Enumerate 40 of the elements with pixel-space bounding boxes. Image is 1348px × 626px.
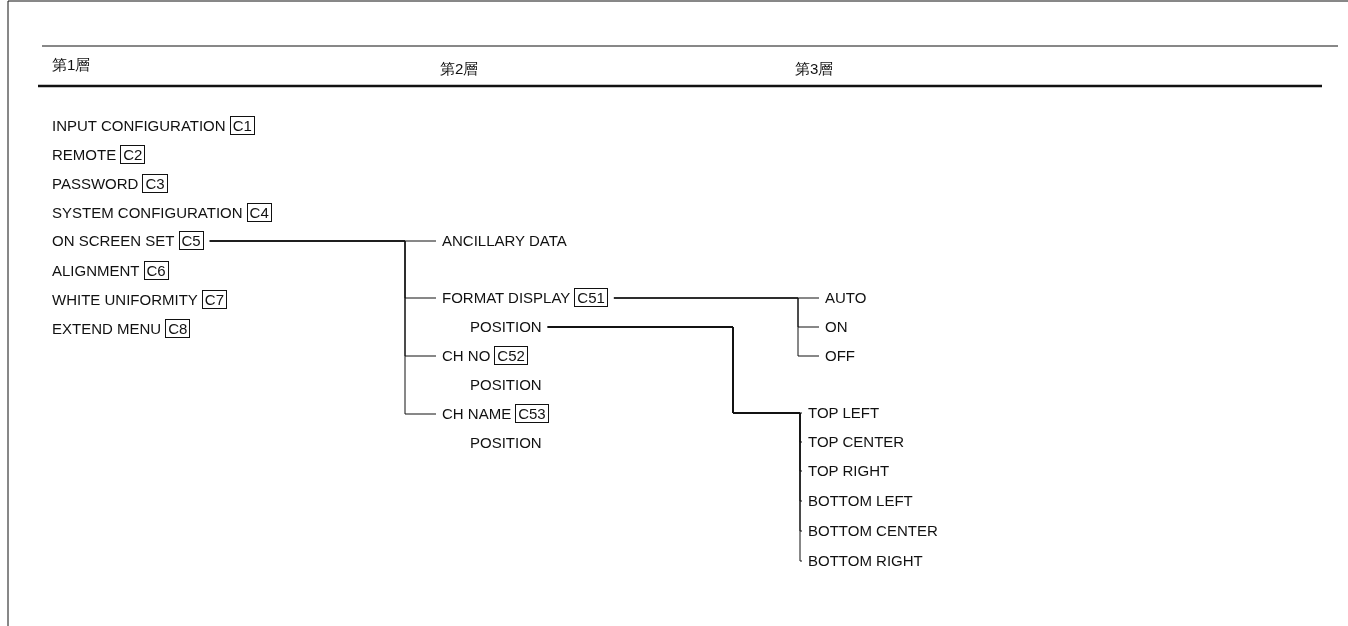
menu-item-label: TOP LEFT	[808, 404, 880, 421]
column-heading: 第2層	[440, 60, 479, 79]
menu-code: C6	[143, 261, 169, 280]
tree-connector	[613, 297, 820, 357]
menu-code: C51	[574, 288, 608, 307]
menu-item-label: REMOTE	[52, 146, 117, 163]
menu-item-label: FORMAT DISPLAY	[442, 289, 571, 306]
menu-item-label: ALIGNMENT	[52, 262, 140, 279]
menu-item-label: POSITION	[470, 376, 542, 393]
tree-connector	[209, 240, 437, 415]
menu-item-label: INPUT CONFIGURATION	[52, 117, 226, 134]
menu-item-label: POSITION	[470, 434, 542, 451]
menu-item-label: OFF	[825, 347, 855, 364]
menu-item-label: ANCILLARY DATA	[442, 232, 567, 249]
column-heading: 第3層	[795, 60, 834, 79]
menu-code: C53	[515, 404, 549, 423]
menu-item-label: TOP CENTER	[808, 433, 905, 450]
menu-code: C4	[246, 203, 272, 222]
menu-item-label: CH NO	[442, 347, 491, 364]
menu-item-label: BOTTOM RIGHT	[808, 552, 923, 569]
menu-code: C2	[120, 145, 146, 164]
column-heading: 第1層	[52, 56, 91, 75]
menu-item-label: BOTTOM CENTER	[808, 522, 938, 539]
menu-item-label: CH NAME	[442, 405, 512, 422]
menu-code: C8	[165, 319, 191, 338]
menu-code: C1	[229, 116, 255, 135]
menu-item-label: ON	[825, 318, 848, 335]
menu-code: C7	[201, 290, 227, 309]
menu-item-label: PASSWORD	[52, 175, 139, 192]
menu-item-label: BOTTOM LEFT	[808, 492, 913, 509]
menu-item-label: POSITION	[470, 318, 542, 335]
menu-code: C5	[178, 231, 204, 250]
menu-item-label: AUTO	[825, 289, 867, 306]
menu-code: C3	[142, 174, 168, 193]
menu-item-label: TOP RIGHT	[808, 462, 890, 479]
menu-code: C52	[494, 346, 528, 365]
menu-item-label: SYSTEM CONFIGURATION	[52, 204, 243, 221]
menu-item-label: EXTEND MENU	[52, 320, 162, 337]
menu-item-label: WHITE UNIFORMITY	[52, 291, 198, 308]
menu-item-label: ON SCREEN SET	[52, 232, 175, 249]
